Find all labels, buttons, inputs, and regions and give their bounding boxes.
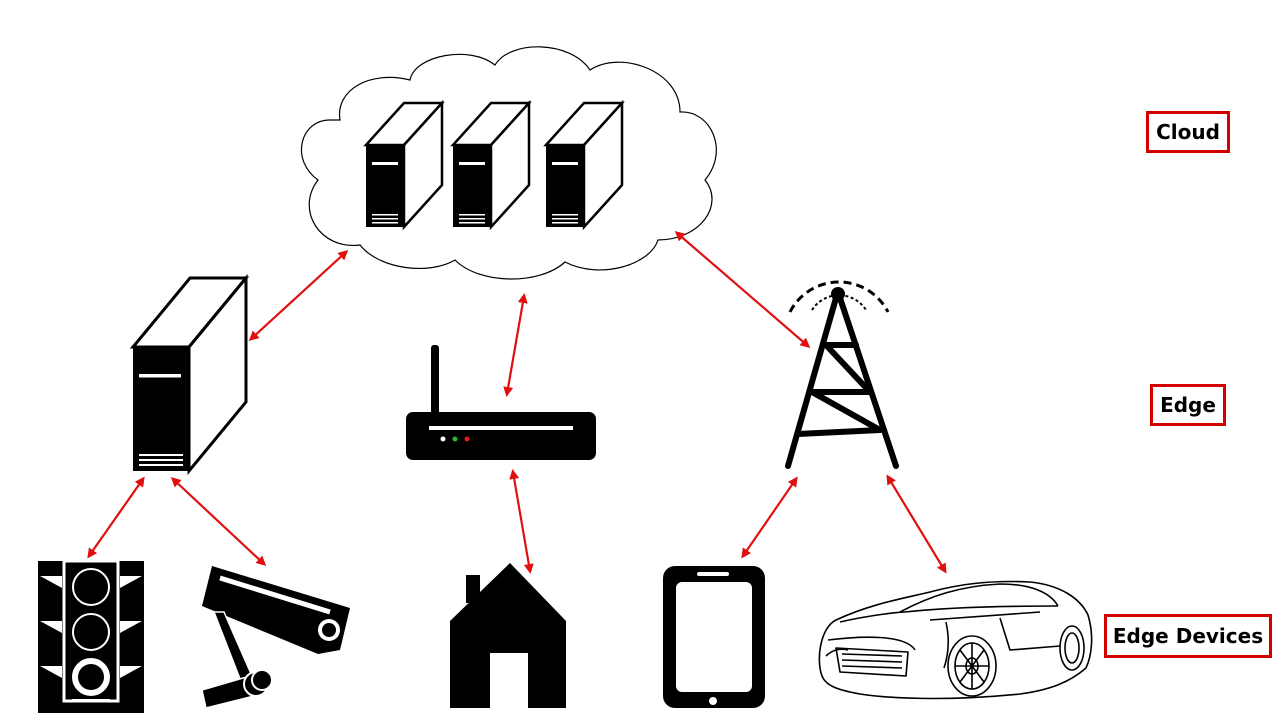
arrow-router-house [509, 469, 534, 574]
arrow-cell-tower-car [886, 474, 947, 574]
cell-tower-icon [785, 280, 899, 469]
arrow-cloud-edge-server [248, 249, 349, 342]
cloud-server-1 [363, 99, 445, 231]
arrow-edge-server-traffic-light [87, 476, 145, 559]
arrow-cell-tower-tablet [741, 476, 798, 559]
security-camera-icon [201, 566, 350, 709]
arrow-edge-server-camera [170, 476, 267, 567]
router-icon [406, 345, 596, 460]
server-icon [363, 99, 445, 231]
tablet-icon [663, 566, 765, 708]
arrow-cloud-router [503, 293, 528, 397]
car-icon [818, 580, 1093, 700]
server-icon [450, 99, 532, 231]
edge-server-icon [129, 273, 250, 476]
house-icon [450, 563, 566, 708]
cloud-server-3 [543, 99, 625, 231]
cloud-tier-label: Cloud [1146, 111, 1230, 153]
server-icon [543, 99, 625, 231]
connections [87, 231, 947, 574]
edge-devices-tier-label: Edge Devices [1104, 614, 1272, 658]
edge-tier-label: Edge [1150, 384, 1226, 426]
cloud-server-2 [450, 99, 532, 231]
arrow-cloud-cell-tower [674, 231, 811, 348]
traffic-light-icon [38, 559, 144, 713]
